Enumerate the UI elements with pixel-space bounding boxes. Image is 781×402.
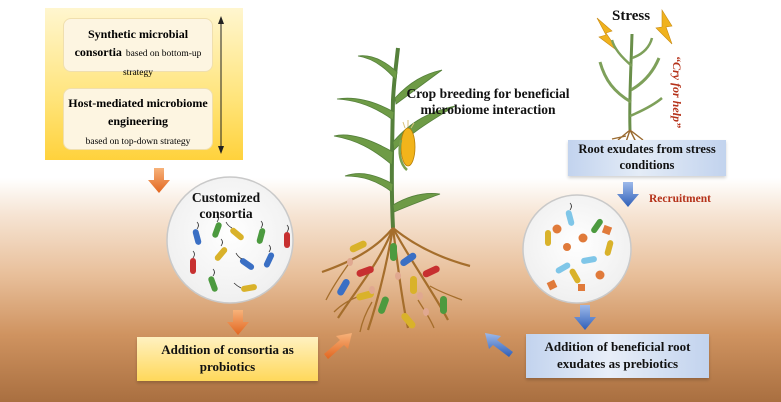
- bacterium-icon: [410, 276, 417, 294]
- bacterium-icon: [422, 265, 440, 278]
- bacterium-icon: [401, 312, 416, 329]
- synthetic-consortia-title-2: consortia: [74, 45, 122, 60]
- bacterium-icon: [581, 256, 597, 264]
- bacterium-icon: [190, 250, 196, 274]
- bacterium-icon: [192, 221, 202, 245]
- exudate-particle-icon: [563, 243, 571, 251]
- bacterium-icon: [378, 296, 389, 314]
- bacterium-icon: [284, 224, 290, 248]
- probiotics-label: Addition of consortia as probiotics: [161, 342, 294, 374]
- arrow-exudates-to-recruitment: [617, 182, 639, 207]
- exudate-particle-icon: [601, 224, 613, 236]
- cry-for-help-label: “Cry for help”: [670, 56, 684, 128]
- arrow-probiotics-to-plant: [324, 333, 352, 359]
- bacterium-icon: [356, 290, 374, 301]
- strategy-panel: Synthetic microbial consortia based on b…: [45, 8, 243, 160]
- bacterium-icon: [555, 262, 571, 274]
- exudate-particle-icon: [595, 270, 605, 280]
- bacterium-icon: [591, 218, 603, 234]
- host-mediated-box: Host-mediated microbiome engineering bas…: [63, 88, 213, 150]
- strategy-direction-arrow: [218, 16, 224, 154]
- root-exudates-box: Root exudates from stress conditions: [568, 140, 726, 176]
- stress-label: Stress: [612, 8, 651, 24]
- prebiotics-label: Addition of beneficial root exudates as …: [544, 339, 691, 371]
- stressed-plant-icon: [598, 33, 663, 143]
- arrow-consortia-to-probiotics: [227, 310, 249, 335]
- exudate-particle-icon: [417, 292, 423, 300]
- arrow-recruitment-to-prebiotics: [574, 305, 596, 330]
- exudate-particle-icon: [347, 258, 353, 266]
- exudate-particle-icon: [546, 279, 558, 291]
- exudate-particle-icon: [552, 224, 562, 234]
- synthetic-consortia-title: Synthetic microbial: [87, 27, 189, 41]
- recruited-microbes-group: [545, 202, 614, 291]
- prebiotics-box: Addition of beneficial root exudates as …: [526, 334, 709, 378]
- bacterium-icon: [263, 244, 275, 268]
- bacterium-icon: [214, 238, 228, 261]
- root-exudates-label: Root exudates from stress conditions: [578, 142, 716, 172]
- bacterium-icon: [208, 268, 218, 292]
- bacterium-icon: [545, 230, 551, 246]
- bacterium-icon: [225, 221, 244, 241]
- recruitment-label: Recruitment: [649, 193, 711, 205]
- exudate-particle-icon: [578, 233, 588, 243]
- lightning-icon: [655, 8, 673, 45]
- bacterium-icon: [569, 268, 581, 284]
- bacterium-icon: [233, 282, 257, 292]
- exudate-particle-icon: [423, 308, 429, 316]
- synthetic-consortia-box: Synthetic microbial consortia based on b…: [63, 18, 213, 78]
- exudate-particle-icon: [369, 286, 375, 294]
- crop-breeding-label: Crop breeding for beneficial microbiome …: [406, 86, 570, 118]
- customized-consortia-circle: [166, 176, 294, 304]
- bacterium-icon: [565, 202, 575, 226]
- arrow-prebiotics-to-plant: [485, 333, 513, 357]
- bacterium-icon: [349, 240, 367, 253]
- host-mediated-detail: based on top-down strategy: [85, 136, 191, 147]
- host-mediated-title: Host-mediated microbiome engineering: [68, 96, 208, 129]
- exudate-particle-icon: [395, 272, 401, 280]
- bacterium-icon: [604, 240, 614, 256]
- bacterium-icon: [390, 243, 397, 261]
- bacterium-icon: [235, 252, 255, 270]
- bacterium-icon: [440, 296, 447, 314]
- consortia-bacteria-group: [190, 214, 290, 292]
- rhizosphere-bacteria-group: [337, 240, 447, 329]
- customized-consortia-label: Customized consortia: [191, 190, 261, 221]
- synthetic-consortia-detail: based on bottom-up strategy: [122, 49, 202, 78]
- bacterium-icon: [356, 266, 374, 277]
- probiotics-box: Addition of consortia as probiotics: [137, 337, 318, 381]
- recruitment-circle: [522, 194, 632, 304]
- bacterium-icon: [256, 220, 266, 244]
- bacterium-icon: [337, 278, 350, 296]
- bacterium-icon: [212, 214, 222, 238]
- arrow-strategy-to-consortia: [148, 168, 170, 193]
- bacterium-icon: [400, 252, 417, 267]
- corn-cob-icon: [398, 120, 416, 171]
- exudate-particle-icon: [578, 284, 585, 291]
